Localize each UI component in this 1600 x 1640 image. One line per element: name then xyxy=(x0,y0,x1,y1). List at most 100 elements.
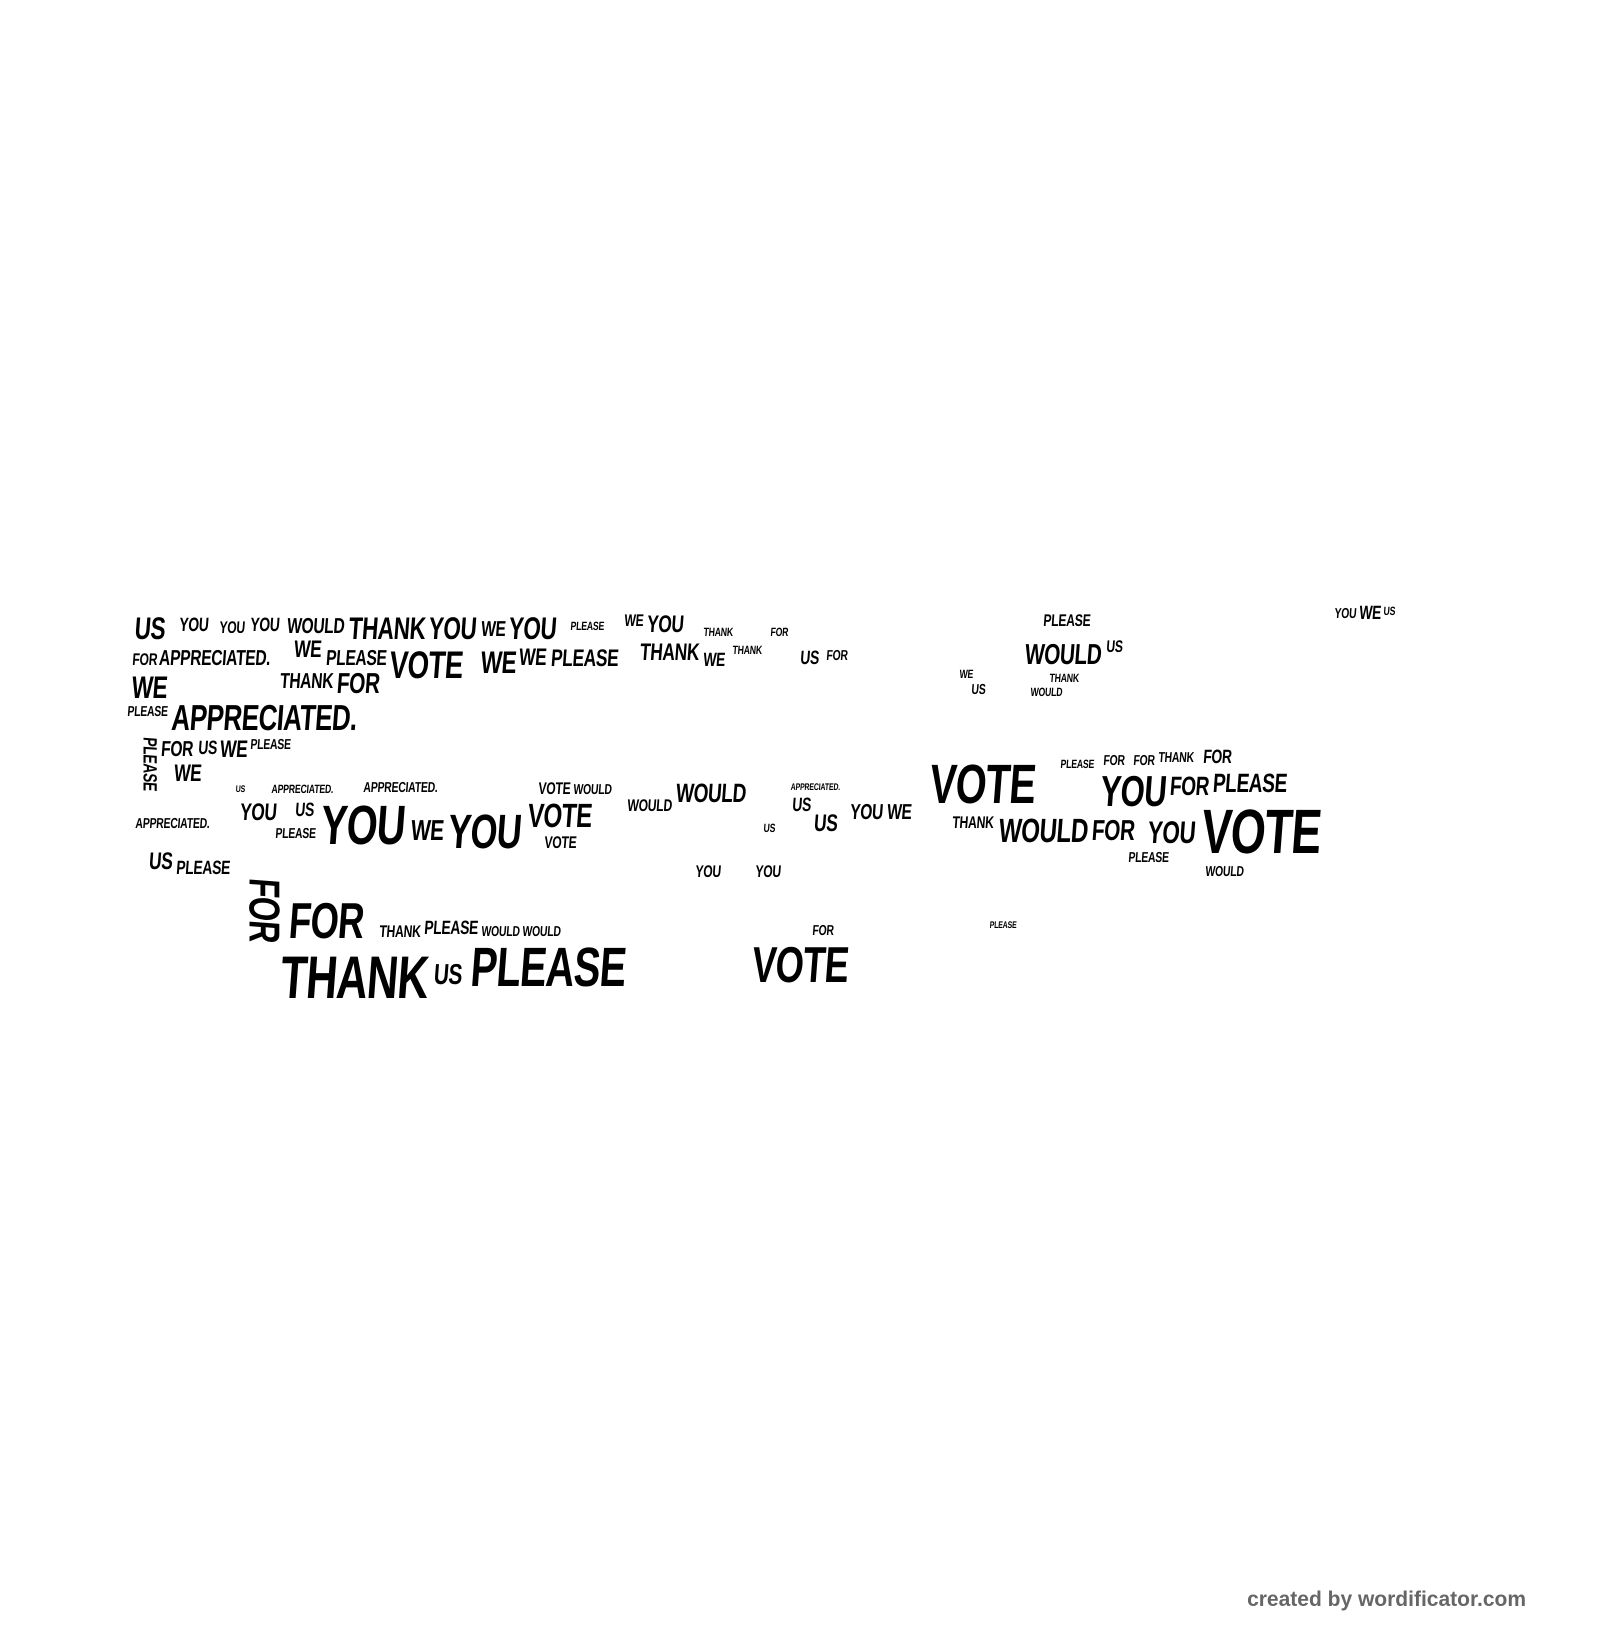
word-cloud-word: WOULD xyxy=(675,778,748,809)
word-cloud-word: THANK xyxy=(951,813,995,833)
word-cloud-word: VOTE xyxy=(525,797,593,835)
word-cloud-word: APPRECIATED. xyxy=(158,644,272,670)
word-cloud-word: US xyxy=(1383,604,1396,619)
word-cloud-word: PLEASE xyxy=(468,936,629,999)
word-cloud-word: WE xyxy=(130,669,169,705)
word-cloud-word: VOTE xyxy=(543,832,577,852)
word-cloud-word: THANK xyxy=(702,625,734,640)
word-cloud-word: PLEASE xyxy=(988,920,1017,932)
word-cloud-word: FOR xyxy=(1202,746,1233,768)
word-cloud-word: YOU xyxy=(238,799,278,827)
word-cloud-word: US xyxy=(197,737,218,759)
word-cloud-word: US xyxy=(133,610,167,646)
word-cloud-word: PLEASE xyxy=(274,826,317,843)
word-cloud-word: THANK xyxy=(638,638,700,666)
word-cloud-word: VOTE xyxy=(388,643,465,687)
word-cloud-word: APPRECIATED. xyxy=(169,696,359,738)
word-cloud-word: APPRECIATED. xyxy=(363,780,439,797)
word-cloud-word: VOTE xyxy=(749,936,851,994)
word-cloud-word: THANK xyxy=(277,944,431,1012)
word-cloud-word: THANK xyxy=(347,610,428,646)
word-cloud-word: FOR xyxy=(1168,770,1211,801)
word-cloud-word: WOULD xyxy=(1023,638,1103,671)
word-cloud-word: PLEASE xyxy=(126,703,169,720)
word-cloud-word: YOU xyxy=(1333,606,1358,623)
word-cloud-word: US xyxy=(812,809,839,837)
word-cloud-word: US xyxy=(147,848,174,876)
word-cloud-word: VOTE xyxy=(927,753,1038,816)
word-cloud-word: APPRECIATED. xyxy=(134,815,211,832)
word-cloud-word: PLEASE xyxy=(1059,757,1095,772)
word-cloud-word: THANK xyxy=(731,642,763,657)
word-cloud-word: WOULD xyxy=(522,923,562,940)
word-cloud-word: PLEASE xyxy=(1127,849,1170,866)
word-cloud-word: FOR xyxy=(769,625,789,640)
word-cloud-word: YOU xyxy=(1098,767,1168,816)
word-cloud-word: US xyxy=(799,648,820,670)
word-cloud-word: US xyxy=(234,784,246,796)
word-cloud-word: THANK xyxy=(1158,749,1195,766)
word-cloud-word: FOR xyxy=(335,667,382,700)
word-cloud-word: WOULD xyxy=(572,782,613,799)
word-cloud-word: WE xyxy=(702,650,726,672)
word-cloud-word: PLEASE xyxy=(175,857,231,879)
word-cloud-word: PLEASE xyxy=(569,618,605,633)
word-cloud-word: PLEASE xyxy=(249,737,292,754)
word-cloud-word: APPRECIATED. xyxy=(271,782,335,797)
word-cloud-word: FOR xyxy=(1102,752,1126,769)
word-cloud-word: FOR xyxy=(1132,752,1156,769)
word-cloud-word: WE xyxy=(293,636,323,664)
word-cloud-word: US xyxy=(1105,636,1124,656)
word-cloud-word: WE xyxy=(623,610,645,630)
word-cloud-word: WE xyxy=(218,736,249,764)
word-cloud-word: US xyxy=(791,794,812,816)
word-cloud-word: FOR xyxy=(160,736,195,762)
word-cloud-word: VOTE xyxy=(537,779,571,799)
word-cloud-word: US xyxy=(432,959,464,992)
word-cloud-word: PLEASE xyxy=(1042,610,1092,630)
word-cloud-word: WOULD xyxy=(1030,684,1064,699)
word-cloud-word: YOU xyxy=(1146,814,1197,850)
credit-text: created by wordificator.com xyxy=(1247,1588,1526,1611)
word-cloud-word: US xyxy=(294,800,316,822)
word-cloud-word: PLEASE xyxy=(324,644,388,670)
word-cloud-word: YOU xyxy=(849,799,885,825)
word-cloud-word: THANK xyxy=(378,921,422,941)
word-cloud-word: US xyxy=(763,820,777,835)
word-cloud-word: WE xyxy=(518,643,548,671)
word-cloud-word: YOU xyxy=(645,610,685,638)
word-cloud-word: YOU xyxy=(695,861,723,881)
word-cloud-word: WE xyxy=(1358,603,1382,625)
word-cloud-word: WOULD xyxy=(626,795,674,815)
word-cloud-word: YOU xyxy=(249,614,281,636)
word-cloud-word: WE xyxy=(172,760,203,788)
word-cloud-word: PLEASE xyxy=(423,917,479,939)
word-cloud-word: WOULD xyxy=(286,612,346,638)
word-cloud-word: WOULD xyxy=(997,812,1090,851)
word-cloud-word: YOU xyxy=(754,861,782,881)
word-cloud-word: YOU xyxy=(446,805,524,860)
word-cloud-word: WE xyxy=(480,615,507,641)
word-cloud-word: YOU xyxy=(218,617,246,637)
word-cloud-word: THANK xyxy=(1049,671,1080,686)
word-cloud-word: WE xyxy=(959,667,974,682)
word-cloud-word: YOU xyxy=(427,610,479,646)
word-cloud-word: THANK xyxy=(278,668,334,694)
word-cloud-word: FOR xyxy=(131,649,158,669)
word-cloud-word: VOTE xyxy=(1199,796,1324,867)
word-cloud-word: PLEASE xyxy=(1211,767,1288,798)
word-cloud-word: FOR xyxy=(286,892,366,950)
word-cloud-word: FOR xyxy=(1090,814,1136,847)
word-cloud-word: PLEASE xyxy=(138,736,160,793)
word-cloud-word: WE xyxy=(479,644,518,680)
word-cloud-word: PLEASE xyxy=(550,644,620,672)
word-cloud-word: FOR xyxy=(811,922,834,939)
word-cloud-word: YOU xyxy=(318,793,407,856)
word-cloud-word: WOULD xyxy=(480,923,521,940)
word-cloud-word: APPRECIATED. xyxy=(789,782,841,794)
word-cloud-word: WE xyxy=(885,799,913,825)
word-cloud-word: US xyxy=(970,681,986,698)
word-cloud-word: YOU xyxy=(178,614,210,636)
word-cloud-word: WE xyxy=(409,814,445,847)
